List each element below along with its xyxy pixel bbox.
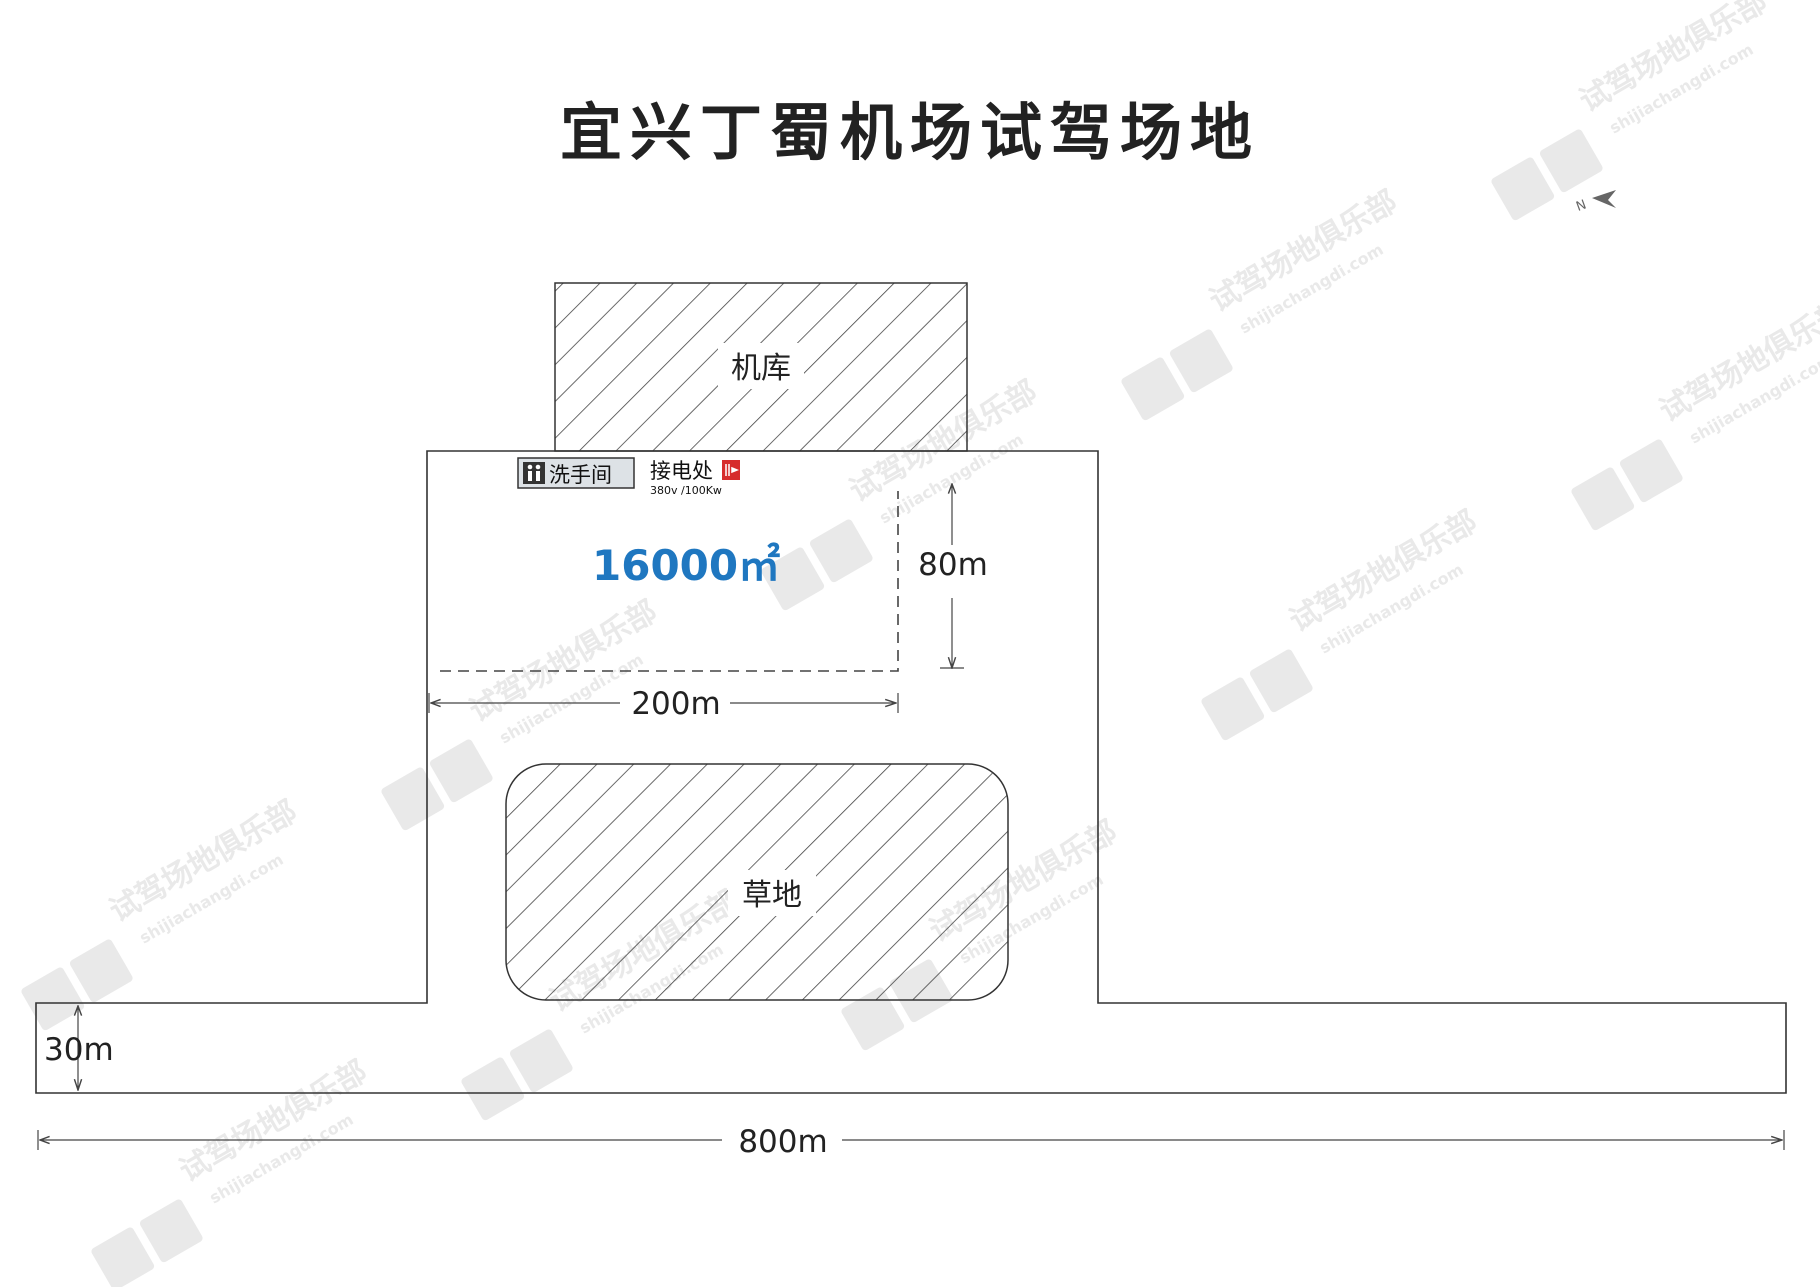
area-value: 16000㎡ bbox=[592, 541, 780, 590]
dimension-800m: 800m bbox=[37, 1124, 1785, 1160]
zone-dashed-border bbox=[440, 491, 899, 672]
hangar-label: 机库 bbox=[731, 351, 791, 386]
svg-text:200m: 200m bbox=[631, 686, 720, 722]
dimension-80m: 80m bbox=[918, 484, 988, 668]
power-supply: 接电处 380v /100Kw bbox=[650, 459, 740, 497]
site-outline bbox=[35, 450, 1787, 1094]
dimension-30m: 30m bbox=[44, 1006, 114, 1090]
power-label: 接电处 bbox=[650, 459, 713, 483]
hangar-label-bg bbox=[718, 343, 804, 389]
grass-label: 草地 bbox=[742, 878, 802, 913]
restroom-label: 洗手间 bbox=[549, 463, 612, 487]
grass-label-bg bbox=[728, 870, 816, 916]
north-arrow-icon: N bbox=[1574, 190, 1616, 215]
svg-text:80m: 80m bbox=[918, 547, 988, 583]
page-title: 宜兴丁蜀机场试驾场地 bbox=[559, 96, 1260, 169]
restroom-icon bbox=[523, 462, 545, 484]
dimension-200m: 200m bbox=[428, 686, 899, 722]
power-spec: 380v /100Kw bbox=[650, 484, 722, 497]
svg-text:800m: 800m bbox=[738, 1124, 827, 1160]
north-label: N bbox=[1574, 197, 1588, 214]
svg-text:30m: 30m bbox=[44, 1032, 114, 1068]
restroom-sign: 洗手间 bbox=[517, 457, 635, 489]
